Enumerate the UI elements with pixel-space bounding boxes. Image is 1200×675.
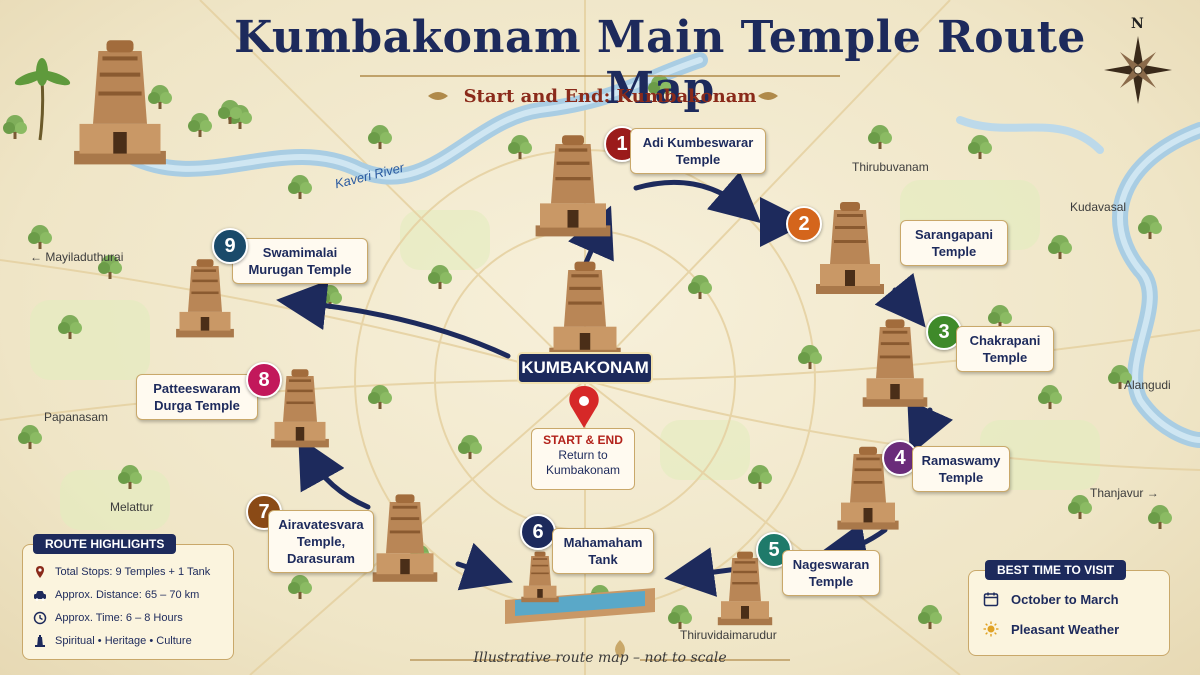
place-kudavasal: Kudavasal [1070,200,1127,214]
stop-3-type: Temple [982,350,1028,365]
place-mayiladuthurai: ← Mayiladuthurai [30,250,124,264]
highlight-distance: Approx. Distance: 65 – 70 km [33,588,199,602]
stop-1-label[interactable]: Adi Kumbeswarar Temple [630,128,766,174]
route-highlights-panel: ROUTE HIGHLIGHTS Total Stops: 9 Temples … [22,534,234,660]
stop-3-label[interactable]: Chakrapani Temple [956,326,1054,372]
best-time-weather-text: Pleasant Weather [1011,621,1120,637]
highlight-distance-text: Approx. Distance: 65 – 70 km [55,589,200,601]
car-icon [34,591,46,601]
place-thiruvidaimarudur: Thiruvidaimarudur [680,628,777,642]
stop-7-location: Darasuram [287,551,355,566]
place-thanjavur: Thanjavur → [1090,486,1159,500]
sun-icon [983,621,999,637]
stop-4-type: Temple [938,470,984,485]
scale-disclaimer: Illustrative route map – not to scale [473,650,727,666]
stop-5-name: Nageswaran [792,557,870,572]
highlight-theme: Spiritual • Heritage • Culture [33,634,192,648]
place-papanasam: Papanasam [44,410,109,424]
stop-6-badge[interactable]: 6 [520,514,556,550]
calendar-icon [983,592,999,607]
stop-6-name: Mahamaham [563,535,643,550]
stop-6-label[interactable]: Mahamaham Tank [552,528,654,574]
stop-2-type: Temple [931,244,977,259]
stop-2-badge[interactable]: 2 [786,206,822,242]
best-time-weather: Pleasant Weather [983,621,1119,637]
page-title: Kumbakonam Main Temple Route Map [234,12,1086,114]
clock-icon [33,611,47,625]
stop-2-name: Sarangapani [914,227,994,242]
stop-1-type: Temple [675,152,721,167]
highlight-stops: Total Stops: 9 Temples + 1 Tank [33,565,210,579]
highlight-stops-text: Total Stops: 9 Temples + 1 Tank [55,566,211,578]
stop-1-name: Adi Kumbeswarar [642,135,754,150]
highlight-theme-text: Spiritual • Heritage • Culture [55,635,192,647]
stop-4-name: Ramaswamy [921,453,1001,468]
stop-8-label[interactable]: Patteeswaram Durga Temple [136,374,258,420]
start-end-box: START & END Return to Kumbakonam [531,428,635,490]
place-alangudi: Alangudi [1124,378,1171,392]
stop-8-name: Patteeswaram [153,381,241,396]
compass-north-label: N [1131,16,1144,32]
stop-8-type: Durga Temple [154,398,240,413]
stop-9-name: Swamimalai [262,245,338,260]
place-melattur: Melattur [110,500,154,514]
stop-6-type: Tank [588,552,618,567]
highlight-time-text: Approx. Time: 6 – 8 Hours [55,612,183,624]
stop-2-label[interactable]: Sarangapani Temple [900,220,1008,266]
page-subtitle: Start and End: Kumbakonam [463,86,757,107]
stop-9-label[interactable]: Swamimalai Murugan Temple [232,238,368,284]
best-time-title: BEST TIME TO VISIT [985,560,1127,580]
stop-7-label[interactable]: Airavatesvara Temple, Darasuram [268,510,374,573]
stop-9-badge[interactable]: 9 [212,228,248,264]
start-end-line1: Return to [558,448,608,462]
route-highlights-title: ROUTE HIGHLIGHTS [33,534,177,554]
best-time-panel: BEST TIME TO VISIT October to March Plea… [968,560,1170,656]
stop-3-name: Chakrapani [969,333,1041,348]
stop-4-label[interactable]: Ramaswamy Temple [912,446,1010,492]
best-time-months: October to March [983,591,1119,607]
stop-7-type: Temple, [296,534,346,549]
temple-icon [35,635,45,647]
place-thirubuvanam: Thirubuvanam [852,160,929,174]
stop-7-name: Airavatesvara [278,517,364,532]
start-end-line2: Kumbakonam [545,463,621,477]
stop-5-label[interactable]: Nageswaran Temple [782,550,880,596]
kumbakonam-center-label[interactable]: KUMBAKONAM [517,352,653,384]
map-pin-icon [36,566,44,578]
highlight-time: Approx. Time: 6 – 8 Hours [33,611,183,625]
start-end-title: START & END [543,433,623,447]
stop-5-type: Temple [808,574,854,589]
best-time-months-text: October to March [1011,591,1119,607]
stop-8-badge[interactable]: 8 [246,362,282,398]
stop-9-type: Murugan Temple [248,262,352,277]
